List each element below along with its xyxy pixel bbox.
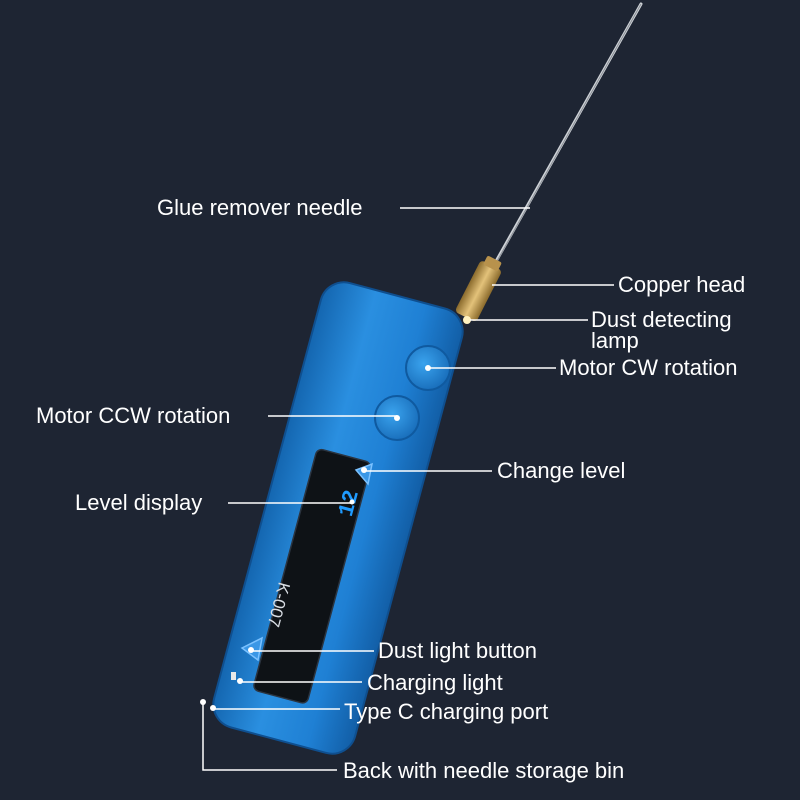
label-motor-ccw-rotation: Motor CCW rotation [36,403,231,428]
label-copper-head: Copper head [618,272,746,297]
line-needle-bin [202,702,337,771]
needle-shade [491,3,642,271]
charging-light [231,672,236,680]
label-charging-light: Charging light [367,670,503,695]
label-dust-detecting-lamp: Dust detecting lamp [591,307,732,353]
label-needle-storage-bin: Back with needle storage bin [343,758,625,783]
change-level-button[interactable] [354,462,374,486]
type-c-port [210,705,216,711]
label-type-c-charging-port: Type C charging port [344,699,549,724]
callout-lines [202,207,614,771]
motor-ccw-button[interactable] [374,395,420,441]
display-panel [253,449,371,703]
label-glue-remover-needle: Glue remover needle [157,195,363,220]
charging-light-dot [237,678,243,684]
copper-head [455,256,502,322]
label-change-level: Change level [497,458,626,483]
label-level-display: Level display [75,490,203,515]
label-dust-light-button: Dust light button [378,638,537,663]
dust-lamp [463,316,471,324]
label-motor-cw-rotation: Motor CW rotation [559,355,738,380]
